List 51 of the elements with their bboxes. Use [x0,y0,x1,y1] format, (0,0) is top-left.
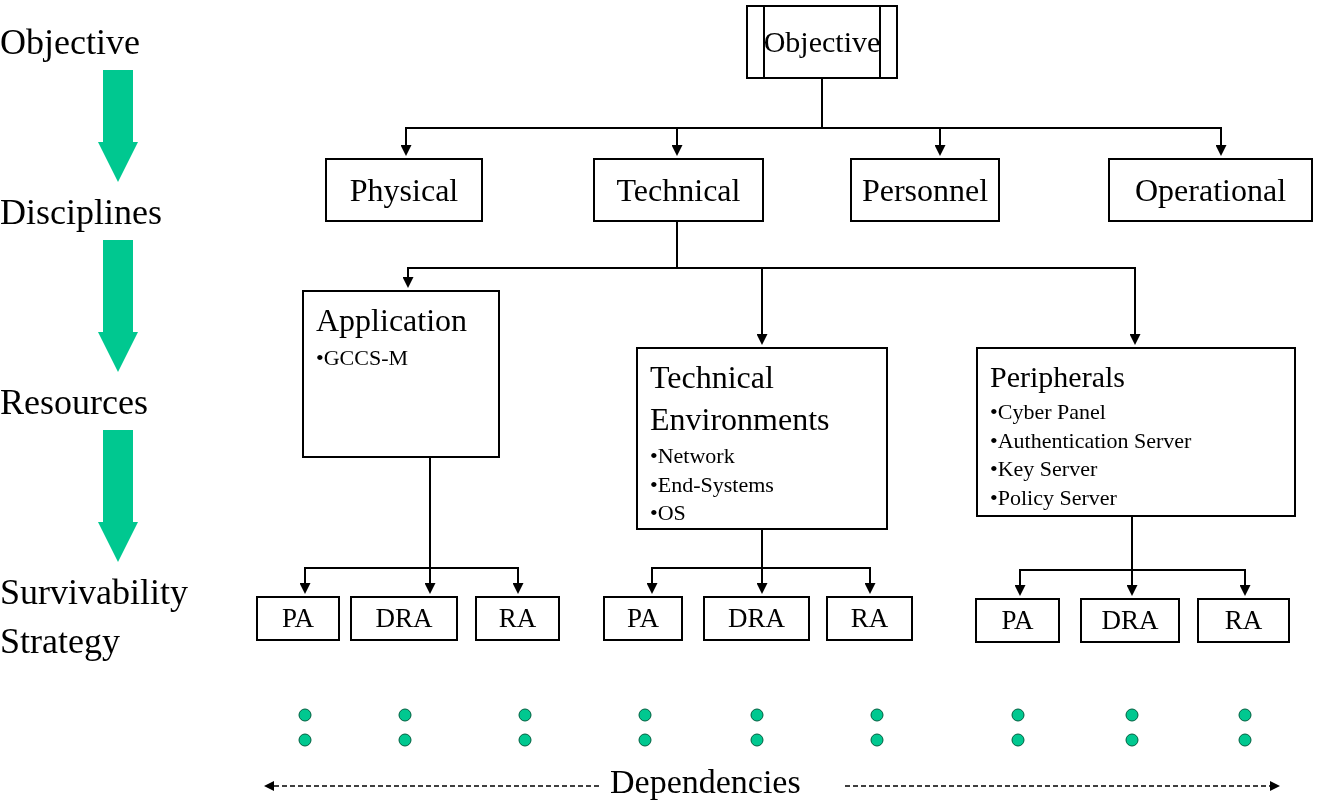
process-box [975,598,1060,643]
box-label: Technical [616,171,741,209]
resource-box [976,347,1296,517]
bullet-item: •Policy Server [990,483,1117,512]
process-box [325,158,483,222]
resource-box [302,290,500,458]
level-label: Resources [0,381,149,424]
bullet-item: •GCCS-M [316,343,409,372]
block-arrow [98,430,138,562]
box-label: DRA [728,602,785,634]
bullet-item: •Key Server [990,455,1098,484]
level-label: Objective [0,21,141,64]
arrow [1131,516,1251,596]
box-label: Operational [1134,171,1286,209]
process-box [1080,598,1180,643]
process-box [350,596,458,641]
bullet-item: •Network [650,442,735,471]
bullet-item: •OS [650,499,686,528]
box-label: DRA [1101,604,1159,636]
process-box [256,596,340,641]
box-heading: Application [316,301,468,340]
process-box [850,158,1000,222]
bullet-item: •Authentication Server [990,426,1192,455]
box-label: Personnel [861,171,989,209]
box-label: PA [626,602,659,634]
bullet-item: •End-Systems [650,470,774,499]
predefined-process-box [746,5,898,79]
process-box [593,158,764,222]
process-box [1197,598,1290,643]
process-box [603,596,683,641]
box-label: PA [1001,604,1034,636]
block-arrow [98,240,138,372]
process-box [1108,158,1313,222]
block-arrow [98,70,138,182]
resource-box [636,347,888,530]
level-label: Disciplines [0,191,163,234]
box-label: RA [1224,604,1263,636]
box-label: DRA [375,602,433,634]
box-label: RA [498,602,537,634]
box-heading: Peripherals [990,359,1125,395]
process-box [703,596,810,641]
bullet-item: •Cyber Panel [990,398,1106,426]
box-label: Objective [763,24,881,60]
box-heading: Technical Environments [650,358,831,439]
box-label: RA [850,602,889,634]
level-label: Survivability Strategy [0,571,189,663]
arrow [429,457,524,594]
box-label: PA [281,602,314,634]
process-box [826,596,913,641]
process-box [475,596,560,641]
box-label: Physical [349,171,459,209]
